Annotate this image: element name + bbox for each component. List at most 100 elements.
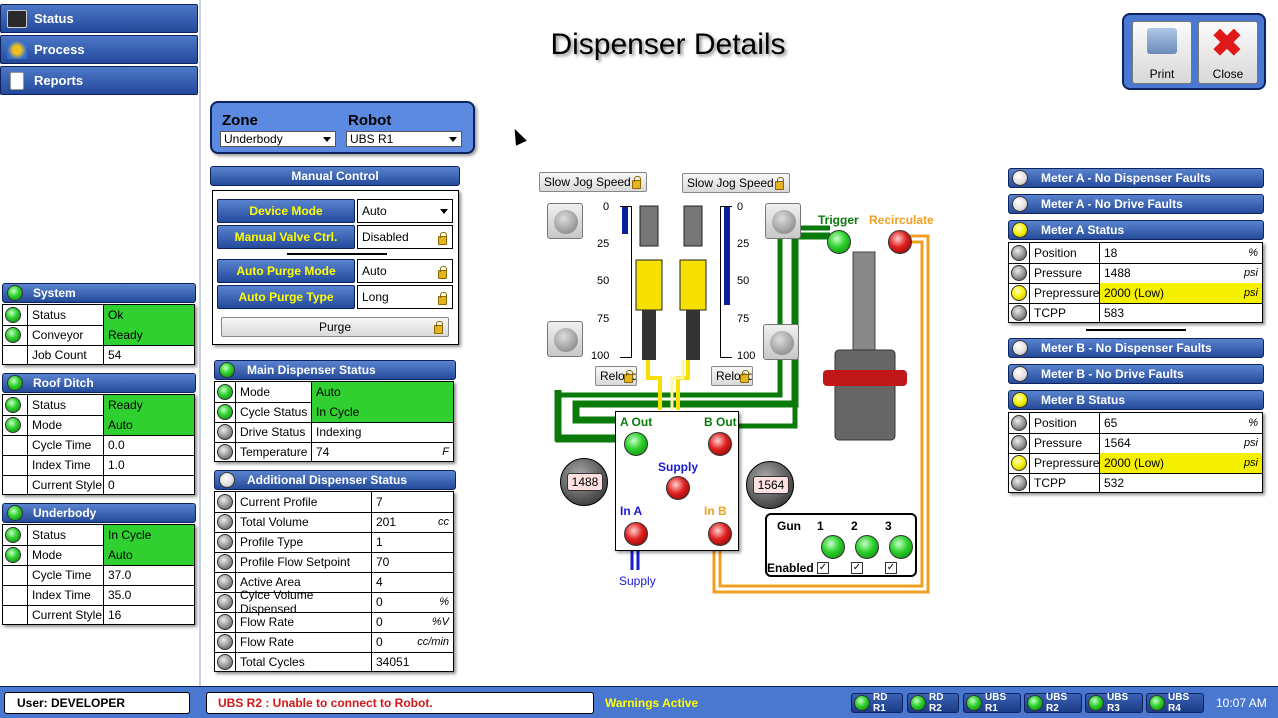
- jog-up-a-button[interactable]: [547, 203, 583, 239]
- slow-jog-speed-a-button[interactable]: Slow Jog Speed: [539, 172, 647, 192]
- row-value: 583: [1099, 303, 1262, 323]
- row-label: Cycle Time: [27, 565, 103, 585]
- robot-status-lamp: [1088, 695, 1104, 711]
- system-title: System: [33, 286, 76, 300]
- zone-select[interactable]: Underbody: [220, 131, 336, 147]
- gun-1-label: 1: [817, 519, 824, 533]
- gun-2-valve[interactable]: [855, 535, 879, 559]
- status-lamp: [217, 494, 233, 510]
- robot-chip-rd-r2[interactable]: RD R2: [907, 692, 959, 714]
- gun-1-valve[interactable]: [821, 535, 845, 559]
- slow-jog-b-label: Slow Jog Speed: [687, 176, 774, 190]
- in-b-valve[interactable]: [708, 522, 732, 546]
- robot-chip-rd-r1[interactable]: RD R1: [851, 692, 903, 714]
- meter-a-level-bar: [622, 207, 628, 234]
- lock-icon: [775, 177, 784, 190]
- row-value-text: 1: [376, 535, 383, 549]
- auto-purge-type-field[interactable]: Long: [357, 285, 453, 309]
- row-value: 7: [371, 492, 453, 512]
- trigger-valve[interactable]: [827, 230, 851, 254]
- chevron-up-icon: [554, 210, 578, 234]
- meter-divider: [1086, 329, 1186, 331]
- a-out-valve[interactable]: [624, 432, 648, 456]
- jog-down-b-button[interactable]: [763, 324, 799, 360]
- purge-button[interactable]: Purge: [221, 317, 449, 337]
- reload-b-button[interactable]: Reload: [711, 366, 753, 386]
- gun-3-valve[interactable]: [889, 535, 913, 559]
- row-value-text: Auto: [316, 385, 341, 399]
- row-divider: [3, 545, 194, 546]
- robot-chip-ubs-r1[interactable]: UBS R1: [963, 692, 1021, 714]
- row-value-text: In Cycle: [108, 528, 152, 542]
- status-lamp: [1011, 475, 1027, 491]
- row-value-text: Ready: [108, 328, 143, 342]
- row-value-text: 16: [108, 608, 122, 622]
- row-value: Indexing: [311, 422, 453, 442]
- pressure-gauge-b: 1564: [746, 461, 794, 509]
- device-mode-select[interactable]: Auto: [357, 199, 453, 223]
- robot-chip-ubs-r4[interactable]: UBS R4: [1146, 692, 1204, 714]
- blue-supply-line: [630, 550, 640, 570]
- auto-purge-mode-button[interactable]: Auto Purge Mode: [217, 259, 355, 283]
- scale-a-tick-50: 50: [597, 275, 610, 287]
- jog-down-a-button[interactable]: [547, 321, 583, 357]
- manual-valve-button[interactable]: Manual Valve Ctrl.: [217, 225, 355, 249]
- zone-select-value: Underbody: [224, 132, 283, 146]
- auto-purge-type-button[interactable]: Auto Purge Type: [217, 285, 355, 309]
- auto-purge-mode-value: Auto: [362, 264, 387, 278]
- slow-jog-speed-b-button[interactable]: Slow Jog Speed: [682, 173, 790, 193]
- manual-valve-field[interactable]: Disabled: [357, 225, 453, 249]
- row-value: 0.0: [103, 435, 194, 455]
- row-divider: [215, 552, 453, 553]
- row-label: Flow Rate: [235, 612, 371, 632]
- status-lamp: [217, 514, 233, 530]
- nav-process[interactable]: Process: [0, 35, 198, 64]
- row-label: TCPP: [1029, 303, 1099, 323]
- chevron-down-icon: [323, 137, 331, 142]
- gun-box: Gun 1 2 3 Enabled ✓ ✓ ✓: [765, 513, 917, 577]
- gun-3-enabled-checkbox[interactable]: ✓: [885, 562, 897, 574]
- row-label: Cycle Time: [27, 435, 103, 455]
- device-mode-button[interactable]: Device Mode: [217, 199, 355, 223]
- in-a-valve[interactable]: [624, 522, 648, 546]
- meter-b-status-title: Meter B Status: [1041, 393, 1126, 407]
- row-value-text: 0: [376, 635, 383, 649]
- chevron-down-icon: [449, 137, 457, 142]
- row-value-text: 201: [376, 515, 397, 529]
- gun-1-enabled-checkbox[interactable]: ✓: [817, 562, 829, 574]
- gun-red-band: [823, 370, 907, 386]
- row-value: 35.0: [103, 585, 194, 605]
- robot-chip-ubs-r3[interactable]: UBS R3: [1085, 692, 1143, 714]
- close-button[interactable]: ✖ Close: [1198, 21, 1258, 84]
- row-value-text: 0: [376, 615, 383, 629]
- row-value: Ready: [103, 395, 194, 415]
- row-label: Status: [27, 305, 103, 325]
- reload-a-button[interactable]: Reload: [595, 366, 637, 386]
- status-lamp: [217, 614, 233, 630]
- robot-chip-label: UBS R3: [1107, 692, 1129, 714]
- b-out-valve[interactable]: [708, 432, 732, 456]
- mouse-cursor-icon: [509, 126, 527, 146]
- jog-up-b-button[interactable]: [765, 203, 801, 239]
- row-unit: psi: [1243, 287, 1258, 299]
- supply-valve[interactable]: [666, 476, 690, 500]
- robot-select[interactable]: UBS R1: [346, 131, 462, 147]
- robot-chip-label: UBS R2: [1046, 692, 1068, 714]
- recirculate-valve[interactable]: [888, 230, 912, 254]
- nav-status[interactable]: Status: [0, 4, 198, 33]
- auto-purge-mode-field[interactable]: Auto: [357, 259, 453, 283]
- nav-process-label: Process: [34, 42, 85, 57]
- meter-a-drive-faults-header: Meter A - No Drive Faults: [1008, 194, 1264, 214]
- row-divider: [215, 512, 453, 513]
- robot-chip-ubs-r2[interactable]: UBS R2: [1024, 692, 1082, 714]
- underbody-title: Underbody: [33, 506, 97, 520]
- robot-status-lamp: [1149, 695, 1165, 711]
- print-button[interactable]: Print: [1132, 21, 1192, 84]
- additional-status-header: Additional Dispenser Status: [214, 470, 456, 490]
- robot-chip-label: RD R1: [873, 692, 888, 714]
- row-value-text: 34051: [376, 655, 410, 669]
- robot-status-lamp: [854, 695, 870, 711]
- gun-2-enabled-checkbox[interactable]: ✓: [851, 562, 863, 574]
- nav-reports[interactable]: Reports: [0, 66, 198, 95]
